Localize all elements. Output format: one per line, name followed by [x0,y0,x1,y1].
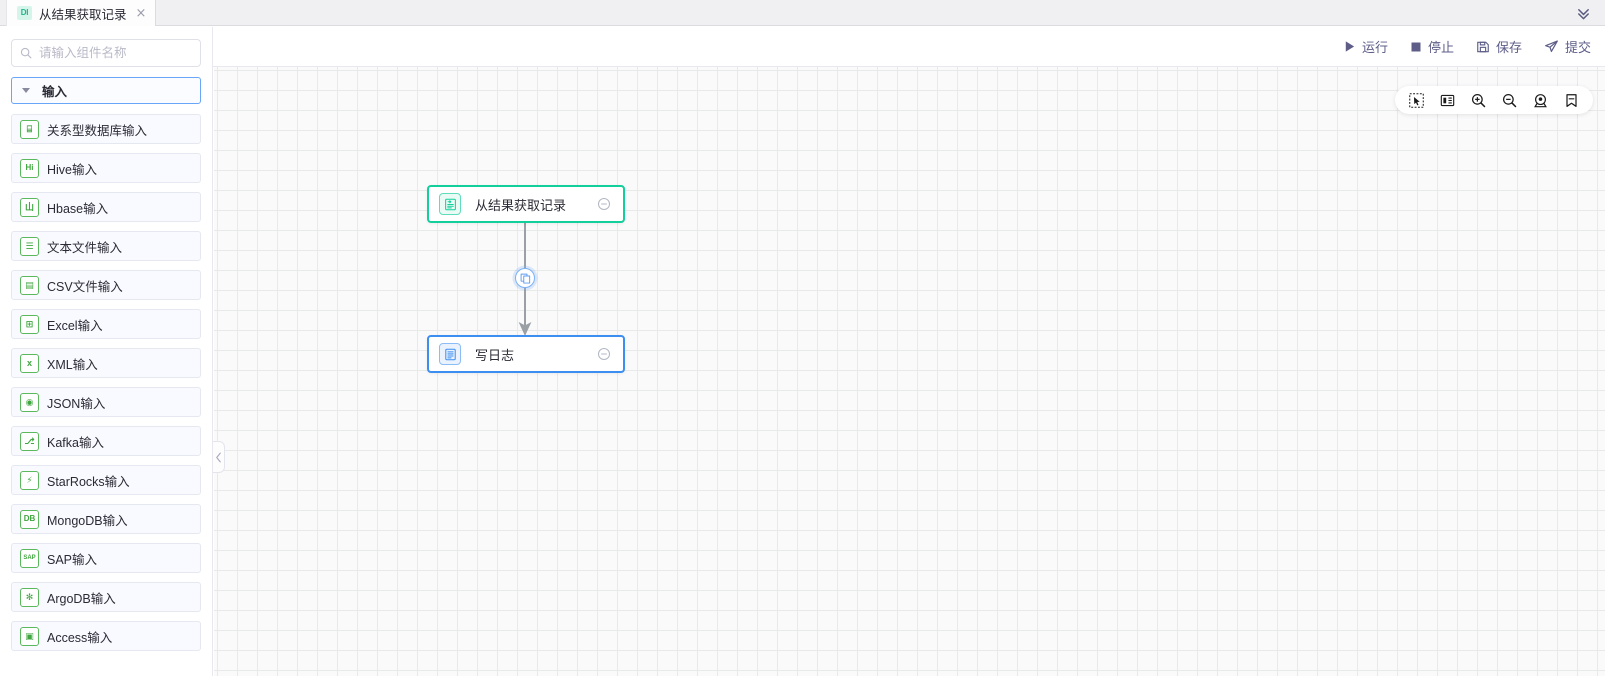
palette-item-label: Hbase输入 [47,201,109,216]
palette-item-label: StarRocks输入 [47,474,130,489]
palette-item-hive[interactable]: Hi Hive输入 [11,153,201,183]
tab-title: 从结果获取记录 [39,7,127,22]
tab-bar: DI 从结果获取记录 × [0,0,1605,26]
palette-item-database[interactable]: ⌸ 关系型数据库输入 [11,114,201,144]
tab-fetch-records[interactable]: DI 从结果获取记录 × [6,0,157,26]
access-icon: ▣ [20,626,39,646]
zoom-out-icon[interactable] [1502,93,1517,108]
toolbar-actions: 运行 停止 保存 [1343,26,1591,67]
locate-center-icon[interactable] [1533,93,1548,108]
palette-item-sap[interactable]: SAP SAP输入 [11,543,201,573]
stop-button-label: 停止 [1427,40,1454,55]
search-box[interactable] [11,39,201,67]
palette-item-excel[interactable]: ⊞ Excel输入 [11,309,201,339]
hbase-icon: 山 [20,197,39,217]
fit-layout-icon[interactable] [1440,93,1455,108]
palette-item-label: 关系型数据库输入 [47,123,148,138]
stop-button[interactable]: 停止 [1410,37,1454,56]
search-input[interactable] [39,46,200,60]
palette-item-starrocks[interactable]: ⚡ StarRocks输入 [11,465,201,495]
flow-node-fetch-records[interactable]: 从结果获取记录 [427,185,625,223]
run-button[interactable]: 运行 [1343,37,1388,56]
database-icon: ⌸ [20,119,39,139]
palette-item-kafka[interactable]: ⎇ Kafka输入 [11,426,201,456]
json-icon: ◉ [20,392,39,412]
flow-node-label: 从结果获取记录 [475,197,567,213]
tab-close-icon[interactable]: × [135,5,147,21]
hive-icon: Hi [20,158,39,178]
mongodb-icon: DB [20,509,39,529]
minus-circle-icon[interactable] [597,347,611,361]
starrocks-icon: ⚡ [20,470,39,490]
kafka-icon: ⎇ [20,431,39,451]
save-button[interactable]: 保存 [1476,37,1522,56]
palette-item-mongodb[interactable]: DB MongoDB输入 [11,504,201,534]
palette-item-label: Hive输入 [47,162,98,177]
text-file-icon: ☰ [20,236,39,256]
palette-item-access[interactable]: ▣ Access输入 [11,621,201,651]
tab-type-badge: DI [17,6,32,20]
fetch-records-icon [439,193,461,215]
csv-file-icon: ▤ [20,275,39,295]
palette-item-text-file[interactable]: ☰ 文本文件输入 [11,231,201,261]
palette-group-input[interactable]: 输入 [11,77,201,104]
save-icon [1476,40,1490,54]
palette-item-list: ⌸ 关系型数据库输入 Hi Hive输入山 Hbase输入 ☰ 文本文件输入 ▤ CSV文件输入… [11,114,201,651]
component-palette: 输入 ⌸ 关系型数据库输入 Hi Hive输入山 Hbase输入 ☰ 文本文件输入 ▤ CSV文… [0,77,212,651]
zoom-in-icon[interactable] [1471,93,1486,108]
palette-item-label: Excel输入 [47,318,103,333]
palette-item-label: XML输入 [47,357,98,372]
palette-item-csv-file[interactable]: ▤ CSV文件输入 [11,270,201,300]
flow-edge-fetch-to-log [518,223,532,336]
flow-node-label: 写日志 [475,347,515,363]
palette-item-label: Access输入 [47,630,113,645]
palette-item-xml[interactable]: x XML输入 [11,348,201,378]
palette-item-label: 文本文件输入 [47,240,123,255]
chevron-down-icon [22,88,30,93]
submit-button-label: 提交 [1564,40,1591,55]
palette-item-argodb[interactable]: ✻ ArgoDB输入 [11,582,201,612]
canvas-toolbar [1395,86,1593,114]
palette-item-label: Kafka输入 [47,435,104,450]
palette-item-label: CSV文件输入 [47,279,123,294]
save-button-label: 保存 [1495,40,1522,55]
double-chevron-down-icon[interactable] [1571,0,1595,26]
palette-item-label: SAP输入 [47,552,98,567]
bookmark-icon[interactable] [1564,93,1579,108]
argodb-icon: ✻ [20,587,39,607]
top-toolbar: 运行 停止 保存 [0,26,1605,67]
stop-icon [1410,41,1422,53]
search-wrapper [0,27,212,77]
minus-circle-icon[interactable] [597,197,611,211]
palette-item-hbase[interactable]: 山 Hbase输入 [11,192,201,222]
run-button-label: 运行 [1361,40,1388,55]
palette-group-label: 输入 [42,85,68,99]
flow-node-write-log[interactable]: 写日志 [427,335,625,373]
palette-item-label: MongoDB输入 [47,513,128,528]
xml-icon: x [20,353,39,373]
palette-item-label: ArgoDB输入 [47,591,116,606]
palette-item-json[interactable]: ◉ JSON输入 [11,387,201,417]
submit-icon [1544,39,1559,54]
sidebar-collapse-handle[interactable] [213,441,225,473]
excel-icon: ⊞ [20,314,39,334]
edge-badge-copy[interactable] [515,268,535,288]
sap-icon: SAP [20,548,39,568]
search-icon [20,47,32,59]
play-icon [1343,40,1356,53]
write-log-icon [439,343,461,365]
submit-button[interactable]: 提交 [1544,37,1591,56]
flow-canvas[interactable]: 从结果获取记录 写日志 [214,67,1605,676]
palette-item-label: JSON输入 [47,396,106,411]
selection-pointer-icon[interactable] [1409,92,1424,108]
